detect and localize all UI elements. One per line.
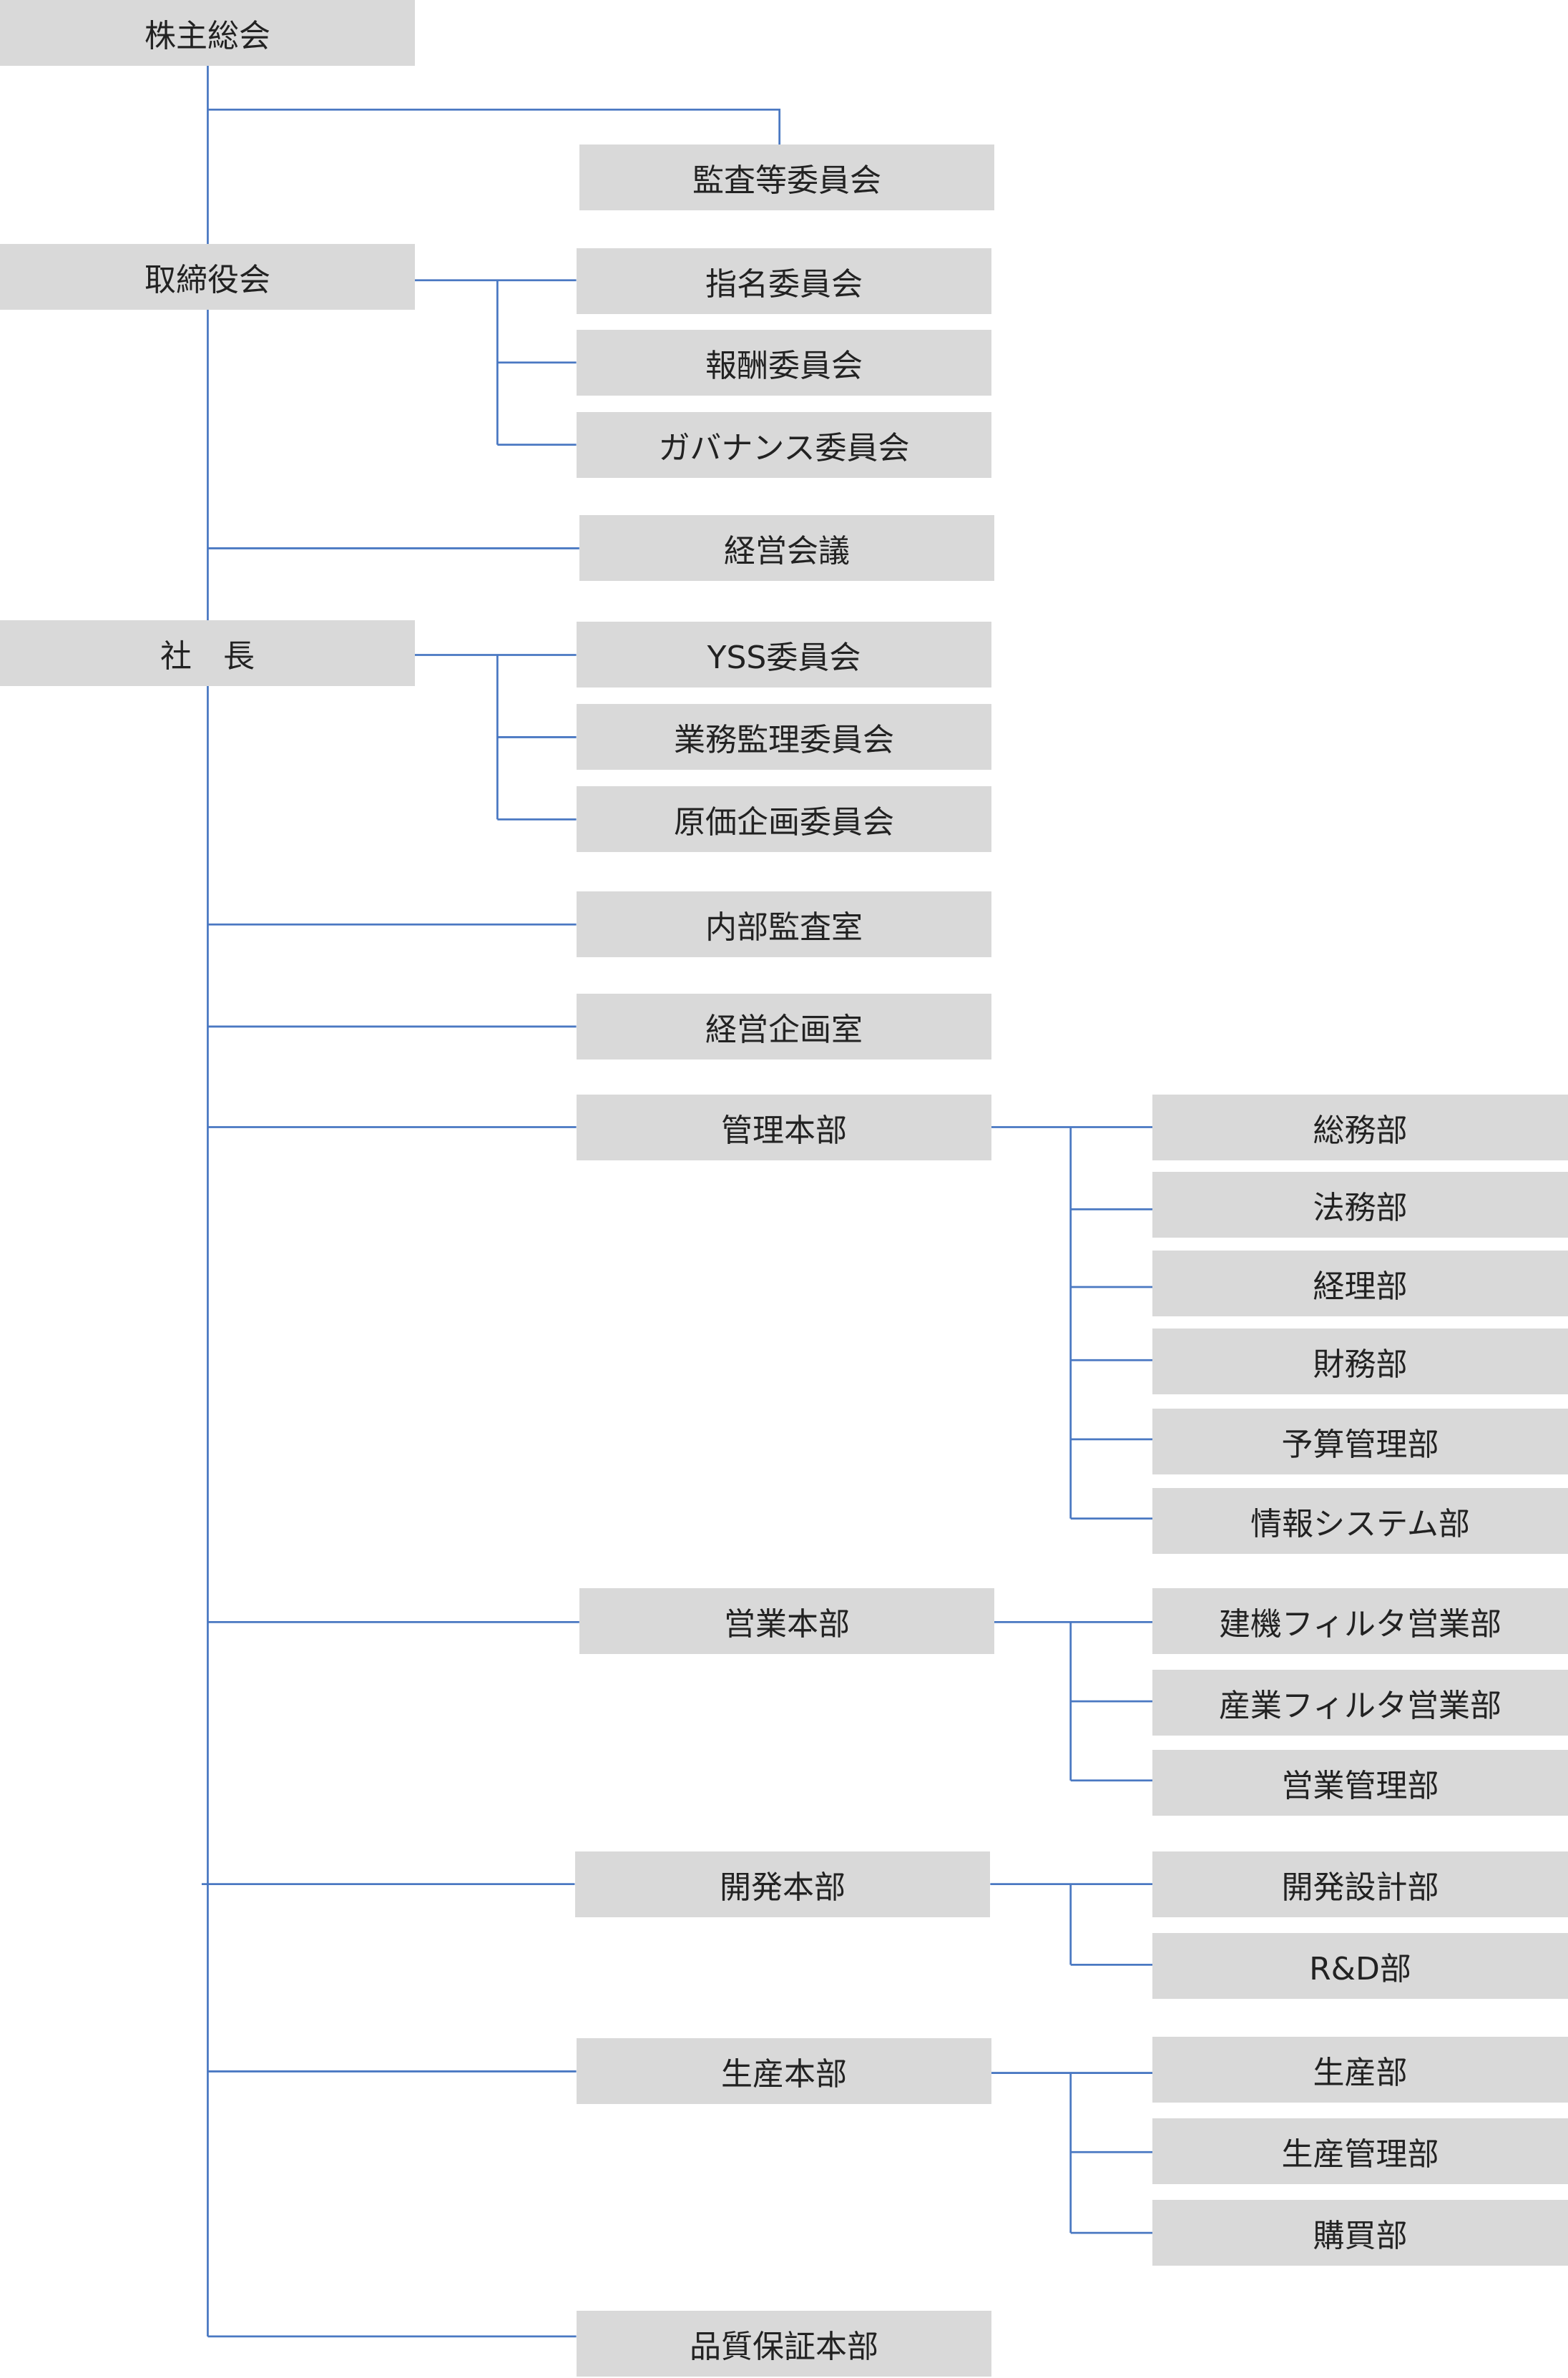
production-label: 生産部 bbox=[1313, 2055, 1408, 2091]
management-meeting-label: 経営会議 bbox=[724, 533, 850, 569]
construction-filter-sales-label: 建機フィルタ営業部 bbox=[1218, 1606, 1502, 1643]
president-label: 社 長 bbox=[160, 638, 255, 675]
purchasing-box: 購買部 bbox=[1152, 2200, 1568, 2266]
development-division-box: 開発本部 bbox=[575, 1851, 990, 1917]
operations-audit-committee-label: 業務監理委員会 bbox=[674, 722, 894, 758]
general-affairs-box: 総務部 bbox=[1152, 1095, 1568, 1160]
legal-box: 法務部 bbox=[1152, 1172, 1568, 1238]
development-division-label: 開発本部 bbox=[720, 1869, 846, 1906]
production-box: 生産部 bbox=[1152, 2037, 1568, 2103]
admin-division-label: 管理本部 bbox=[721, 1112, 847, 1149]
general-affairs-label: 総務部 bbox=[1313, 1112, 1408, 1149]
board-label: 取締役会 bbox=[144, 262, 270, 298]
construction-filter-sales-box: 建機フィルタ営業部 bbox=[1152, 1588, 1568, 1654]
budget-management-box: 予算管理部 bbox=[1152, 1409, 1568, 1474]
audit-committee-label: 監査等委員会 bbox=[692, 162, 881, 199]
budget-management-label: 予算管理部 bbox=[1281, 1427, 1439, 1463]
internal-audit-office-box: 内部監査室 bbox=[577, 891, 991, 957]
shareholders-meeting-box: 株主総会 bbox=[0, 0, 415, 66]
sales-division-box: 営業本部 bbox=[579, 1588, 994, 1654]
governance-committee-box: ガバナンス委員会 bbox=[577, 412, 991, 478]
production-management-box: 生産管理部 bbox=[1152, 2118, 1568, 2184]
production-division-label: 生産本部 bbox=[721, 2056, 847, 2093]
rnd-box: R&D部 bbox=[1152, 1933, 1568, 1999]
industrial-filter-sales-label: 産業フィルタ営業部 bbox=[1218, 1688, 1502, 1724]
production-division-box: 生産本部 bbox=[577, 2038, 991, 2104]
yss-committee-box: YSS委員会 bbox=[577, 622, 991, 688]
accounting-label: 経理部 bbox=[1313, 1268, 1408, 1305]
finance-box: 財務部 bbox=[1152, 1329, 1568, 1394]
sales-management-label: 営業管理部 bbox=[1281, 1768, 1439, 1804]
compensation-committee-box: 報酬委員会 bbox=[577, 330, 991, 396]
cost-planning-committee-label: 原価企画委員会 bbox=[674, 804, 894, 841]
sales-division-label: 営業本部 bbox=[724, 1606, 850, 1643]
compensation-committee-label: 報酬委員会 bbox=[705, 348, 863, 384]
quality-assurance-division-box: 品質保証本部 bbox=[577, 2311, 991, 2377]
president-box: 社 長 bbox=[0, 620, 415, 686]
board-box: 取締役会 bbox=[0, 244, 415, 310]
audit-committee-connector bbox=[207, 108, 781, 145]
production-management-label: 生産管理部 bbox=[1281, 2136, 1439, 2173]
rnd-label: R&D部 bbox=[1309, 1951, 1411, 1987]
management-meeting-box: 経営会議 bbox=[579, 515, 994, 581]
corporate-planning-office-box: 経営企画室 bbox=[577, 994, 991, 1060]
admin-division-box: 管理本部 bbox=[577, 1095, 991, 1160]
accounting-box: 経理部 bbox=[1152, 1251, 1568, 1316]
quality-assurance-division-label: 品質保証本部 bbox=[690, 2329, 878, 2365]
development-design-label: 開発設計部 bbox=[1281, 1869, 1439, 1906]
information-systems-label: 情報システム部 bbox=[1250, 1506, 1470, 1542]
operations-audit-committee-box: 業務監理委員会 bbox=[577, 704, 991, 770]
internal-audit-office-label: 内部監査室 bbox=[705, 909, 863, 946]
corporate-planning-office-label: 経営企画室 bbox=[705, 1012, 863, 1048]
purchasing-label: 購買部 bbox=[1313, 2218, 1408, 2254]
industrial-filter-sales-box: 産業フィルタ営業部 bbox=[1152, 1670, 1568, 1736]
development-design-box: 開発設計部 bbox=[1152, 1851, 1568, 1917]
governance-committee-label: ガバナンス委員会 bbox=[658, 430, 910, 466]
finance-label: 財務部 bbox=[1313, 1346, 1408, 1383]
sales-management-box: 営業管理部 bbox=[1152, 1750, 1568, 1816]
nomination-committee-label: 指名委員会 bbox=[705, 266, 863, 303]
legal-label: 法務部 bbox=[1313, 1190, 1408, 1226]
yss-committee-label: YSS委員会 bbox=[707, 640, 861, 676]
shareholders-meeting-label: 株主総会 bbox=[144, 18, 270, 54]
cost-planning-committee-box: 原価企画委員会 bbox=[577, 786, 991, 852]
nomination-committee-box: 指名委員会 bbox=[577, 248, 991, 314]
audit-committee-box: 監査等委員会 bbox=[579, 145, 994, 210]
information-systems-box: 情報システム部 bbox=[1152, 1488, 1568, 1554]
